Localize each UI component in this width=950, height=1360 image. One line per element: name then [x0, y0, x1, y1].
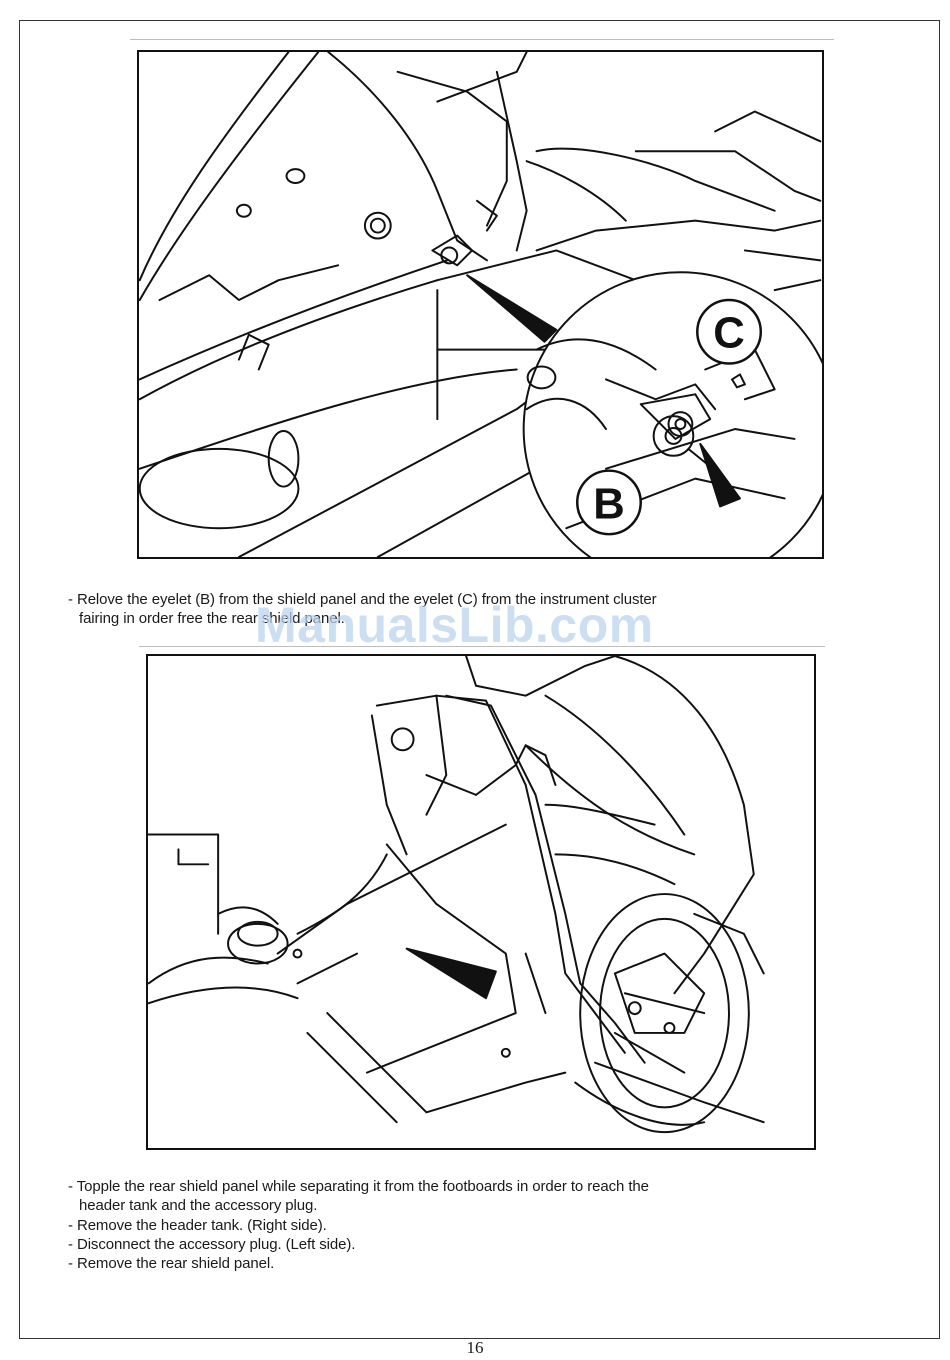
caption-top-line-1: - Relove the eyelet (B) from the shield … [68, 591, 657, 608]
figure-eyelet-removal: C B [137, 50, 824, 559]
caption-bottom-line-5: - Remove the rear shield panel. [68, 1255, 275, 1273]
callout-b: B [593, 479, 625, 528]
caption-bottom-line-4: - Disconnect the accessory plug. (Left s… [68, 1235, 356, 1253]
middle-rule [139, 646, 825, 647]
watermark: ManualsLib.com [255, 597, 654, 653]
caption-top-line-2: fairing in order free the rear shield pa… [79, 610, 345, 628]
eyelet-illustration: C B [139, 52, 822, 557]
callout-c: C [713, 309, 745, 358]
rear-shield-illustration [148, 656, 765, 1134]
figure-rear-shield-panel [146, 654, 816, 1150]
page-frame [19, 20, 940, 1339]
caption-bottom-line-2: header tank and the accessory plug. [79, 1197, 318, 1215]
caption-bottom-line-1: - Topple the rear shield panel while sep… [68, 1178, 649, 1195]
caption-top: - Relove the eyelet (B) from the shield … [68, 590, 768, 629]
caption-bottom-line-3: - Remove the header tank. (Right side). [68, 1216, 327, 1234]
top-rule [130, 39, 834, 40]
page-number: 16 [466, 1338, 484, 1357]
caption-bottom: - Topple the rear shield panel while sep… [68, 1177, 768, 1273]
